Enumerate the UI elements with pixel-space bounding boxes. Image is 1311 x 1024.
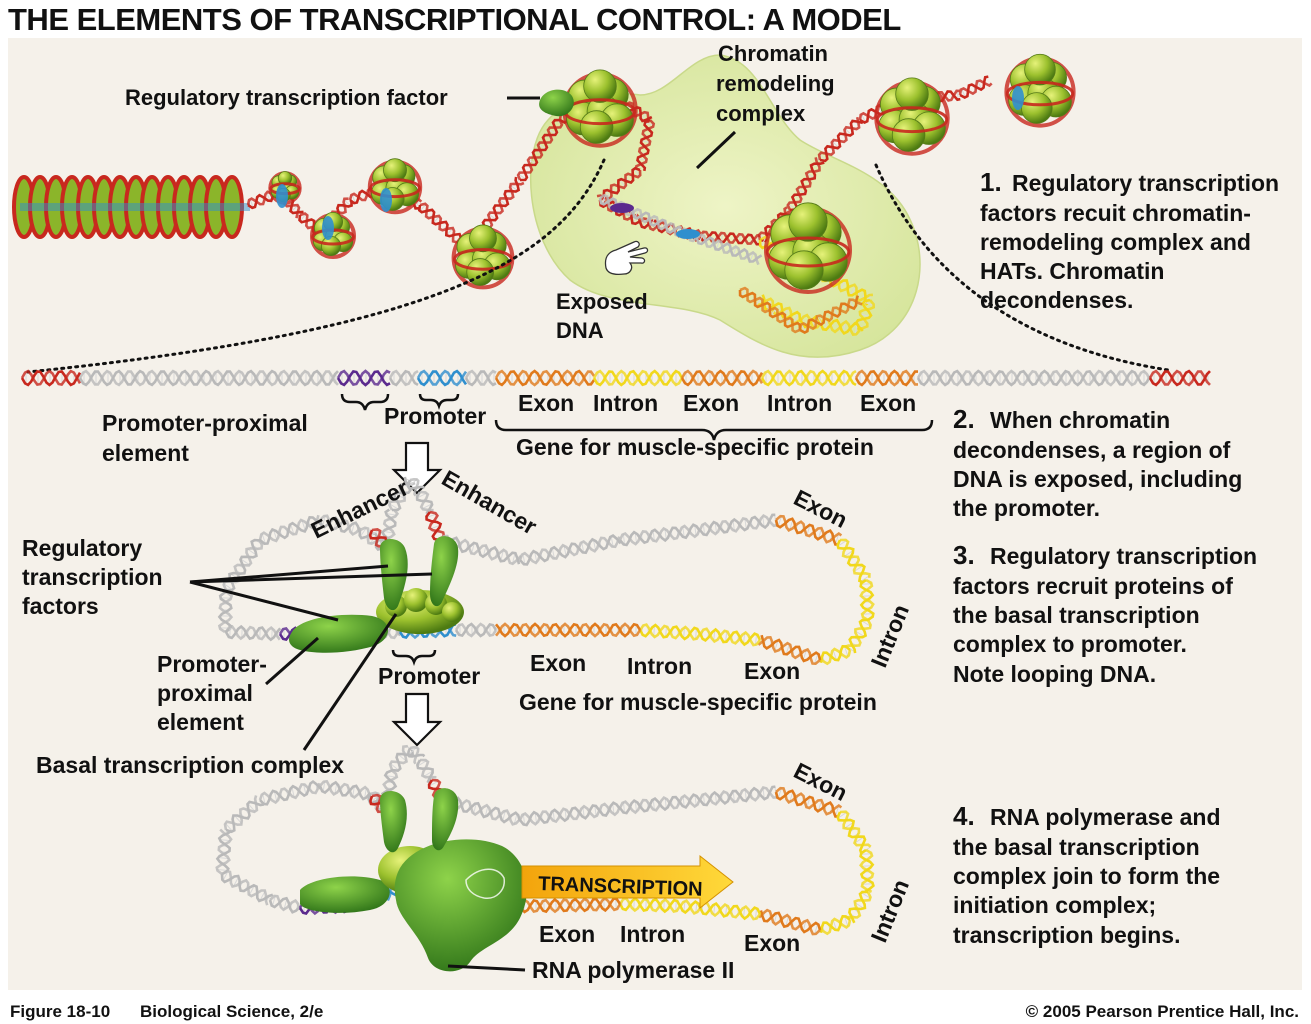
leader-remodeling-complex bbox=[695, 130, 737, 170]
label-basal-transcription-complex: Basal transcription complex bbox=[36, 752, 344, 778]
down-arrow-2 bbox=[391, 692, 443, 747]
step-2-text: 2. When chromatin decondenses, a region … bbox=[953, 404, 1249, 521]
label-exon-p4-2: Exon bbox=[744, 930, 800, 956]
label-promoter-3: Promoter bbox=[378, 663, 480, 689]
brace-gene bbox=[494, 419, 934, 441]
regulatory-transcription-factor-shape bbox=[539, 89, 574, 117]
label-exon-p3-1: Exon bbox=[530, 650, 586, 676]
condensed-chromatin-fiber bbox=[12, 175, 250, 239]
label-exposed-dna: Exposed DNA bbox=[556, 289, 654, 343]
step-4-text: 4. RNA polymerase and the basal transcri… bbox=[953, 801, 1227, 948]
label-promoter-proximal-element-3: Promoter- proximal element bbox=[157, 651, 273, 735]
exposed-dna-linear-strand bbox=[20, 369, 1211, 387]
brace-promoter-proximal bbox=[340, 393, 390, 411]
label-promoter: Promoter bbox=[384, 403, 486, 429]
nucleosomes bbox=[268, 53, 1076, 294]
label-intron-p4-1: Intron bbox=[620, 921, 685, 947]
footer-copyright: © 2005 Pearson Prentice Hall, Inc. bbox=[1026, 1002, 1299, 1021]
label-gene-muscle-protein: Gene for muscle-specific protein bbox=[516, 434, 874, 460]
svg-text:1. Regulatory transcript: 1. Regulatory transcription factors recu… bbox=[980, 167, 1286, 313]
label-rna-polymerase-ii: RNA polymerase II bbox=[532, 957, 734, 983]
footer-book-title: Biological Science, 2/e bbox=[140, 1002, 323, 1021]
label-intron-p3-1: Intron bbox=[627, 653, 692, 679]
svg-text:2. When chromatin: 2. When chromatin decondenses, a region … bbox=[953, 404, 1249, 521]
label-exon-2: Exon bbox=[683, 390, 739, 416]
gene-segment-labels: Exon Intron Exon Intron Exon bbox=[518, 390, 916, 416]
label-chromatin-remodeling-complex: Chromatin remodeling complex bbox=[716, 41, 841, 126]
zoom-line-right bbox=[874, 163, 1170, 372]
initiation-complex-shape bbox=[300, 788, 527, 972]
svg-text:4. RNA polymerase and: 4. RNA polymerase and the basal transcri… bbox=[953, 801, 1227, 948]
figure-title: THE ELEMENTS OF TRANSCRIPTIONAL CONTROL:… bbox=[8, 2, 901, 37]
svg-text:3. Regulatory transcript: 3. Regulatory transcription factors recr… bbox=[953, 540, 1264, 687]
label-exon-1: Exon bbox=[518, 390, 574, 416]
zoom-line-left bbox=[26, 158, 606, 374]
label-exon-p3-2: Exon bbox=[744, 658, 800, 684]
regulatory-factor-2 bbox=[430, 536, 459, 607]
label-gene-muscle-protein-3: Gene for muscle-specific protein bbox=[519, 689, 877, 715]
leader-rna-polymerase bbox=[447, 964, 526, 972]
label-intron-2: Intron bbox=[767, 390, 832, 416]
step-3-text: 3. Regulatory transcription factors recr… bbox=[953, 540, 1264, 687]
rna-polymerase-ii-shape bbox=[394, 839, 527, 972]
label-exon-3: Exon bbox=[860, 390, 916, 416]
transcription-arrow: TRANSCRIPTION bbox=[521, 854, 734, 910]
label-exon-p4-1: Exon bbox=[539, 921, 595, 947]
step-1-text: 1. Regulatory transcription factors recu… bbox=[980, 167, 1286, 313]
brace-promoter bbox=[418, 393, 460, 410]
hand-pointer-icon bbox=[604, 240, 649, 275]
label-intron-1: Intron bbox=[593, 390, 658, 416]
leaders-panel3 bbox=[189, 564, 433, 751]
label-regulatory-transcription-factor: Regulatory transcription factor bbox=[125, 85, 448, 110]
footer-figure-number: Figure 18-10 bbox=[10, 1002, 110, 1021]
label-promoter-proximal-element: Promoter-proximal element bbox=[102, 410, 314, 466]
label-regulatory-transcription-factors: Regulatory transcription factors bbox=[22, 535, 169, 619]
brace-promoter-panel3 bbox=[391, 649, 437, 666]
